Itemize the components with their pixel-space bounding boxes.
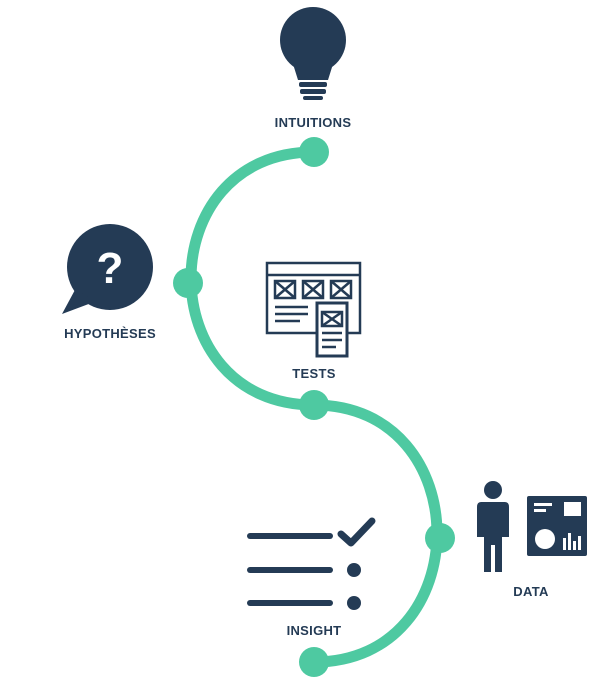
step-label-intuitions: INTUITIONS — [274, 115, 352, 130]
checklist-icon — [247, 517, 376, 610]
path-node-start — [299, 137, 329, 167]
path-node-middle — [299, 390, 329, 420]
path-node-data — [425, 523, 455, 553]
person-dashboard-icon — [477, 481, 587, 572]
wireframe-icon — [265, 261, 362, 358]
step-label-hypotheses: HYPOTHÈSES — [64, 326, 156, 341]
step-label-data: DATA — [513, 584, 549, 599]
path-node-hypotheses — [173, 268, 203, 298]
svg-text:?: ? — [97, 244, 124, 293]
step-label-tests: TESTS — [292, 366, 336, 381]
path-node-end — [299, 647, 329, 677]
question-bubble-icon: ? — [62, 224, 153, 314]
lightbulb-icon — [280, 7, 346, 100]
step-label-insight: INSIGHT — [286, 623, 342, 638]
